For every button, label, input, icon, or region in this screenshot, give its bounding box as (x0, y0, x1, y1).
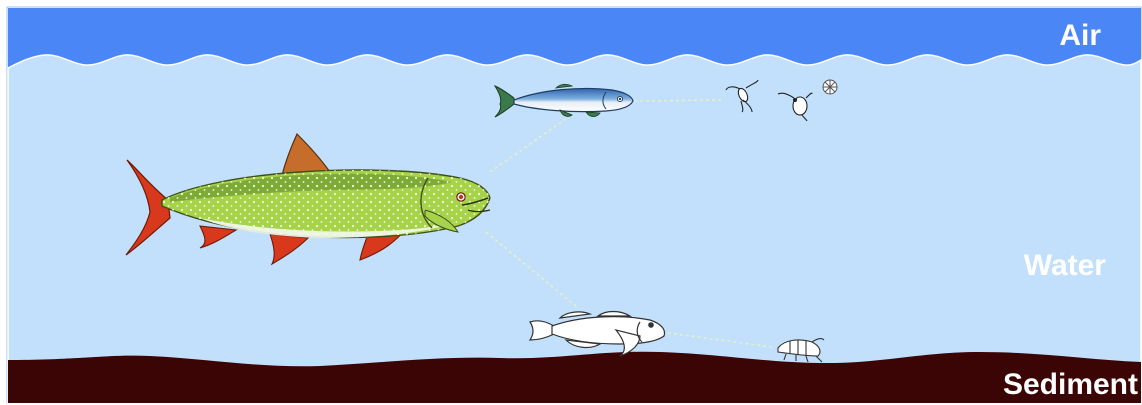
sediment-layer (8, 352, 1141, 403)
water-zone-label: Water (1024, 249, 1107, 282)
air-zone-label: Air (1059, 19, 1101, 52)
diatom-icon (823, 80, 837, 94)
feeding-line-smelt-zooplankton (634, 100, 722, 101)
sediment-zone-label: Sediment (1003, 368, 1138, 401)
